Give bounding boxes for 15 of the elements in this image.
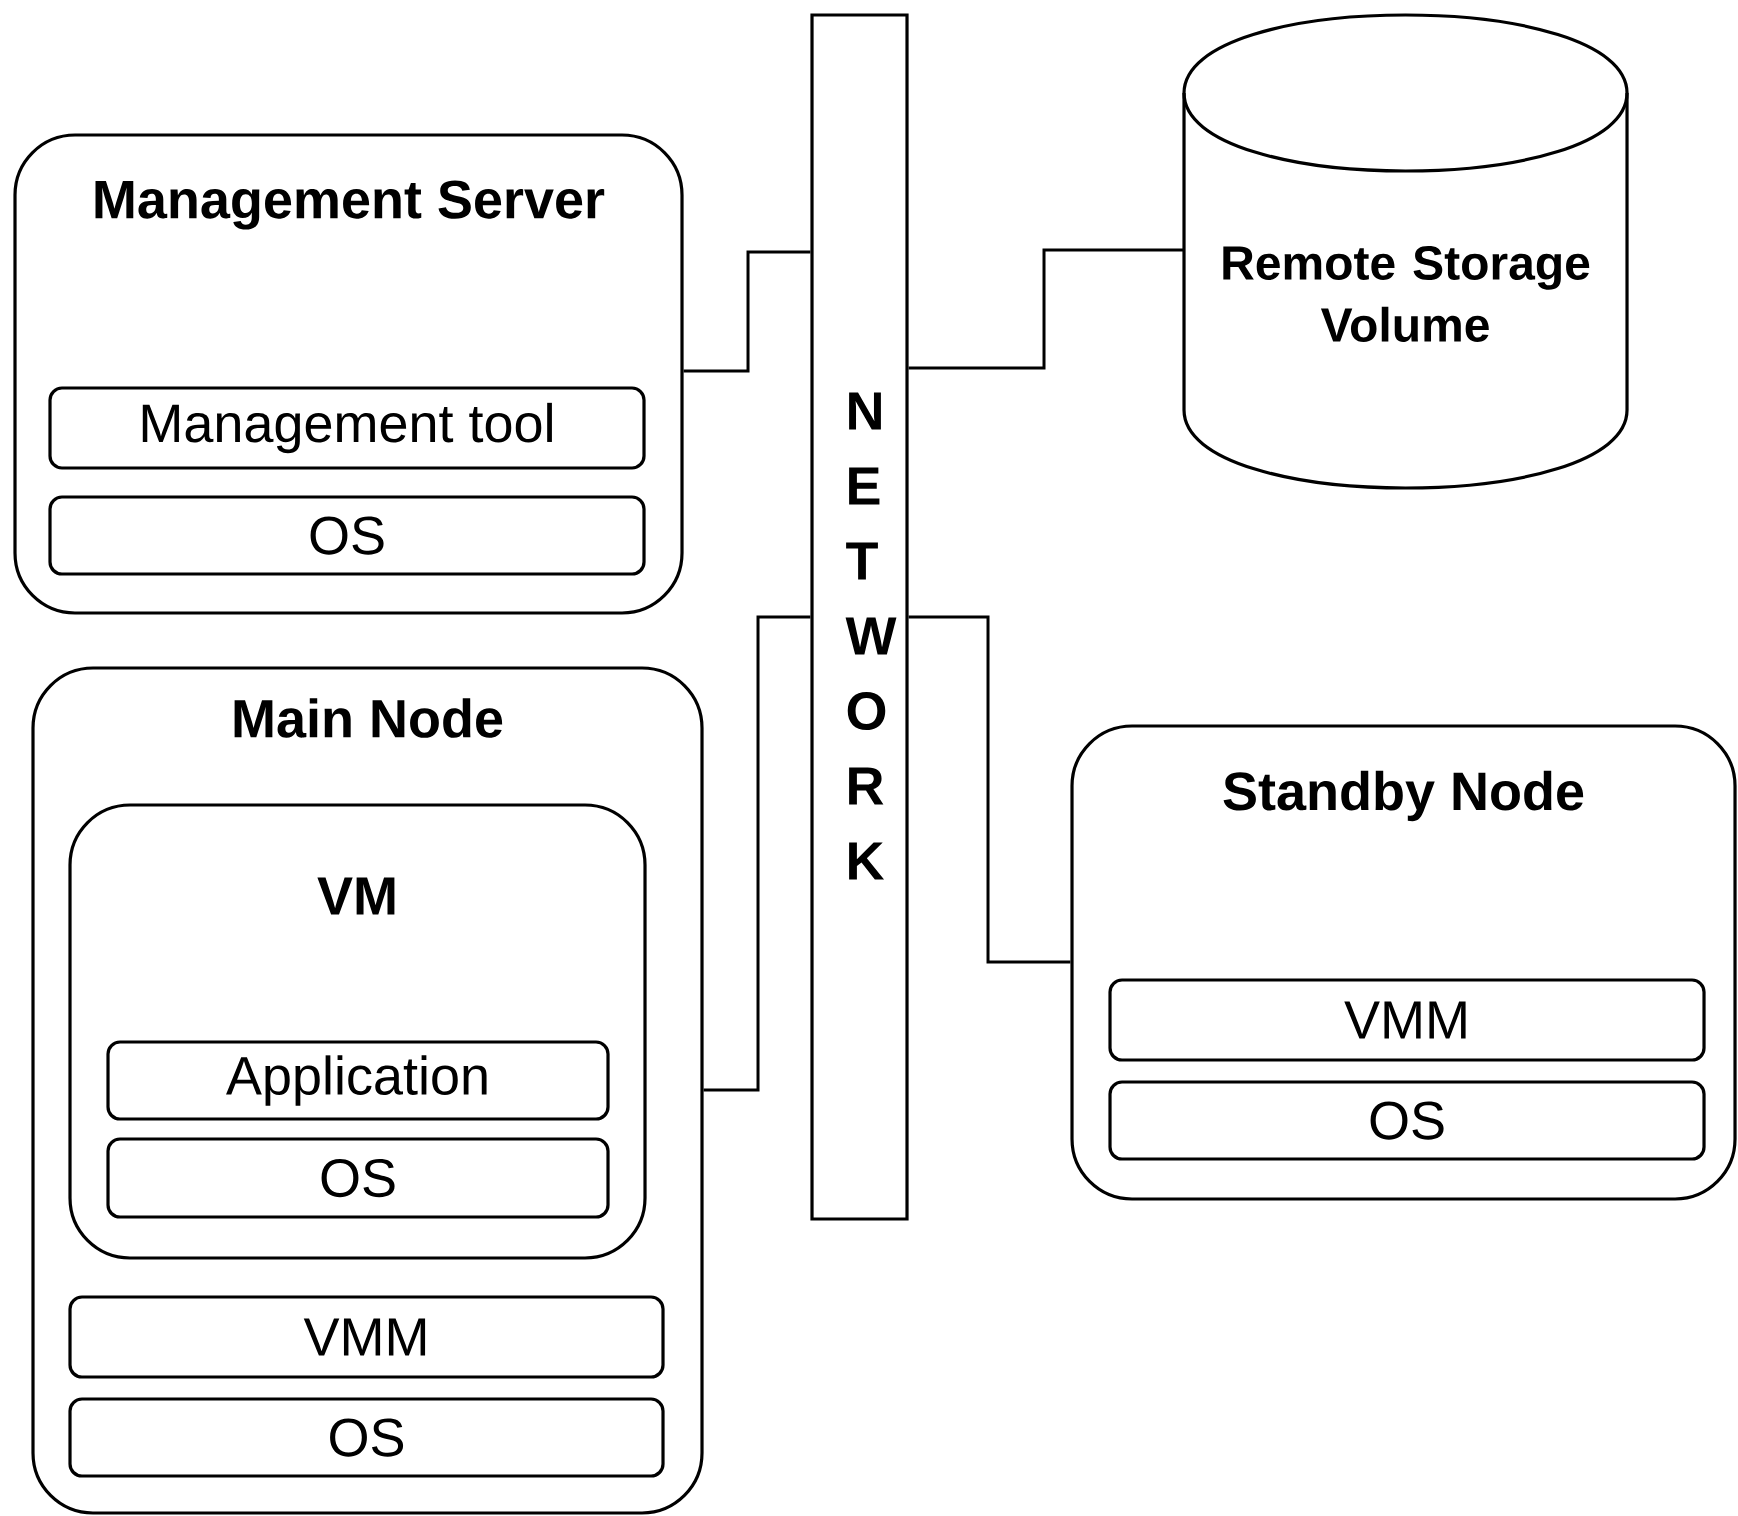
layer-box: Application [106,1040,610,1121]
connector-line [683,250,811,373]
storage-cylinder: Remote Storage Volume [1182,13,1629,490]
layer-box: OS [48,495,646,576]
layer-box: VMM [1108,978,1706,1062]
layer-box: Management tool [48,386,646,470]
layer-box: OS [1108,1080,1706,1161]
node-label: Remote Storage Volume [1223,246,1590,342]
connector-line [908,248,1184,370]
layer-box: OS [106,1137,610,1219]
layer-box: VMM [68,1295,665,1379]
network-bar: NETWORK [810,13,909,1221]
connector-line [908,615,1071,964]
layer-box: OS [68,1397,665,1478]
connector-line [703,615,811,1092]
